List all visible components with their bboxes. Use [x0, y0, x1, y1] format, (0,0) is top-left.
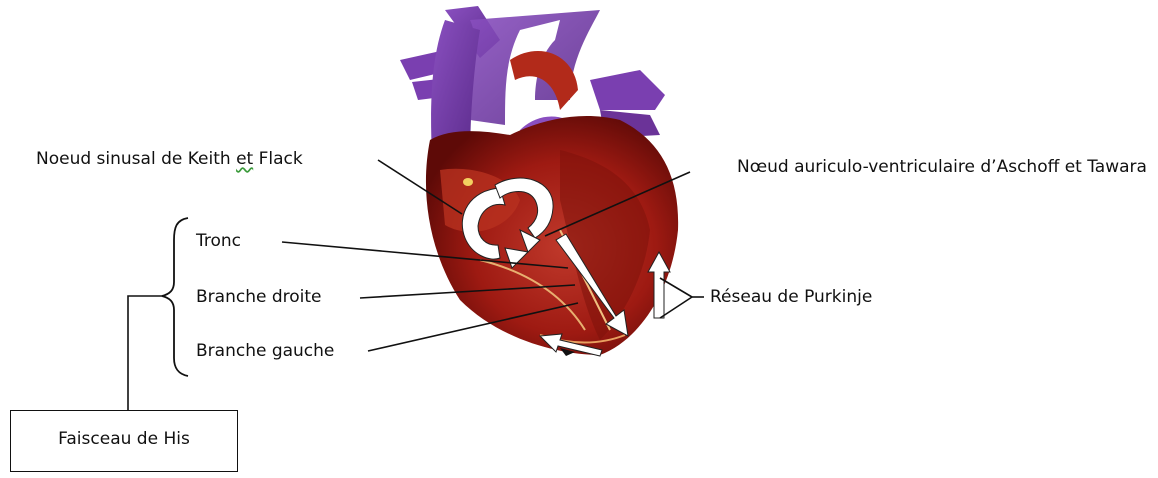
his-label: Faisceau de His — [11, 429, 237, 449]
heart-illustration — [400, 6, 678, 355]
purkinje-label: Réseau de Purkinje — [710, 286, 872, 308]
tronc-label: Tronc — [196, 230, 241, 252]
bundle-brace — [162, 218, 188, 376]
branche-gauche-label: Branche gauche — [196, 340, 334, 362]
his-bundle-box: Faisceau de His — [10, 410, 238, 472]
sinus-label-et: et — [236, 149, 253, 169]
sinus-node-label: Noeud sinusal de Keith et Flack — [36, 148, 303, 170]
sinus-label-part1: Noeud sinusal de Keith — [36, 149, 236, 169]
av-node-label: Nœud auriculo-ventriculaire d’Aschoff et… — [722, 153, 1158, 181]
leader-purkinje-lower — [660, 297, 692, 318]
leader-purkinje-upper — [660, 278, 692, 297]
sinus-label-part2: Flack — [253, 149, 303, 169]
branche-droite-label: Branche droite — [196, 286, 321, 308]
his-connector — [128, 296, 162, 410]
